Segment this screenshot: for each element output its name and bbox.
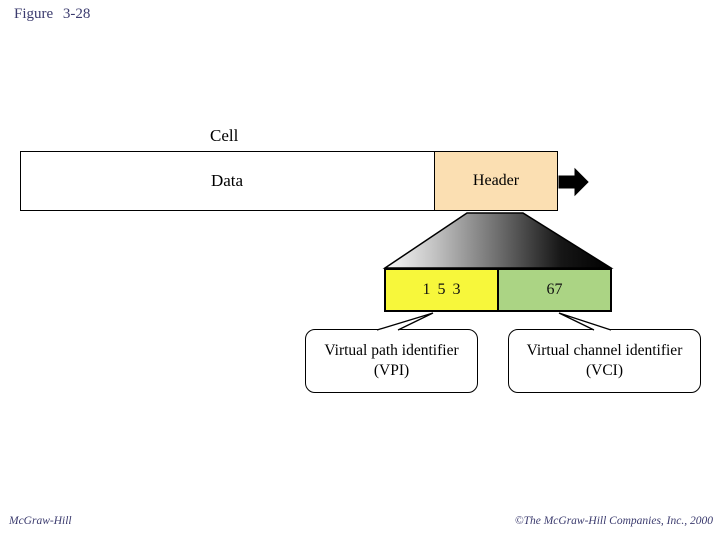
vci-label-line2: (VCI) — [585, 362, 624, 379]
header-segment: Header — [434, 151, 558, 211]
vci-value: 67 — [546, 281, 563, 298]
vci-label-box: Virtual channel identifier (VCI) — [508, 329, 701, 393]
header-segment-label: Header — [472, 172, 520, 189]
vpi-label-line1: Virtual path identifier — [324, 342, 459, 359]
data-segment: Data — [20, 151, 434, 211]
right-arrow-icon — [558, 167, 589, 197]
vpi-field: 153 — [386, 270, 499, 310]
vci-callout-line — [558, 312, 612, 331]
vpi-callout-line — [376, 312, 434, 331]
vpi-value: 153 — [422, 281, 468, 298]
header-fields-bar: 153 67 — [384, 268, 612, 312]
figure-title: Figure 3-28 — [14, 6, 91, 22]
header-expand-trapezoid — [382, 212, 614, 269]
vpi-label-line2: (VPI) — [373, 362, 410, 379]
footer-publisher: McGraw-Hill — [9, 515, 72, 527]
vci-label-line1: Virtual channel identifier — [526, 342, 683, 359]
vpi-label-box: Virtual path identifier (VPI) — [305, 329, 478, 393]
data-segment-label: Data — [210, 171, 244, 190]
vci-field: 67 — [499, 270, 610, 310]
footer-copyright: ©The McGraw-Hill Companies, Inc., 2000 — [514, 515, 713, 527]
cell-label: Cell — [210, 126, 239, 145]
